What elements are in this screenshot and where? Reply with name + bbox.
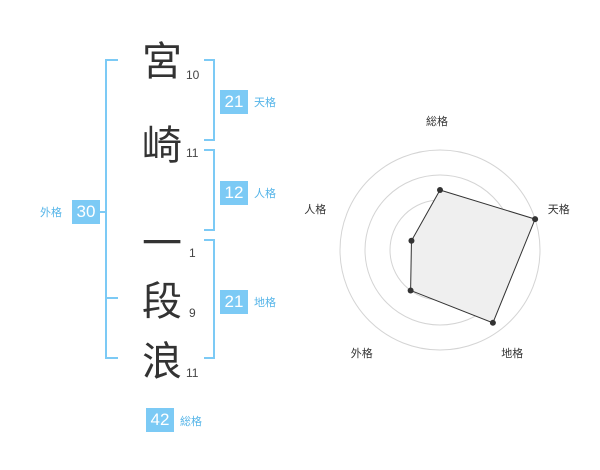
name-char-1: 宮 [142,39,182,85]
tenkaku-label: 天格 [254,96,276,109]
chikaku-value-badge: 21 [220,290,248,314]
name-char-2: 崎 [142,123,182,169]
stroke-count-2: 11 [186,146,199,160]
jinkaku-label: 人格 [254,187,276,200]
name-char-3: 一 [142,221,182,267]
stroke-count-1: 10 [186,68,200,82]
stroke-count-3: 1 [189,246,196,260]
soukaku-value-badge: 42 [146,408,174,432]
name-char-5: 浪 [142,339,182,385]
jinkaku-value-badge: 12 [220,181,248,205]
radar-point-3 [489,319,496,326]
gaikaku-value-badge: 30 [72,200,100,224]
radar-point-5 [408,237,415,244]
radar-ring [339,149,541,351]
radar-axis-label-5: 人格 [304,203,327,217]
radar-point-2 [532,216,539,223]
radar-axis-label-2: 天格 [547,203,570,217]
jinkaku-bracket [204,149,215,231]
radar-point-4 [407,287,414,294]
radar-point-1 [437,187,443,193]
radar-axis-label-4: 外格 [350,346,373,360]
soukaku-label: 総格 [180,415,202,428]
stroke-count-4: 9 [189,306,196,320]
radar-area [410,189,536,324]
name-char-4: 段 [142,279,182,325]
tenkaku-value-badge: 21 [220,90,248,114]
gaikaku-bracket [105,59,118,359]
tenkaku-bracket [204,59,215,141]
radar-points [407,187,539,326]
radar-axis-label-1: 総格 [426,115,448,128]
gaikaku-label: 外格 [40,206,62,219]
radar-axis-label-3: 地格 [501,346,524,360]
stroke-count-5: 11 [186,366,199,380]
chikaku-label: 地格 [254,296,276,309]
chikaku-bracket [204,239,215,359]
